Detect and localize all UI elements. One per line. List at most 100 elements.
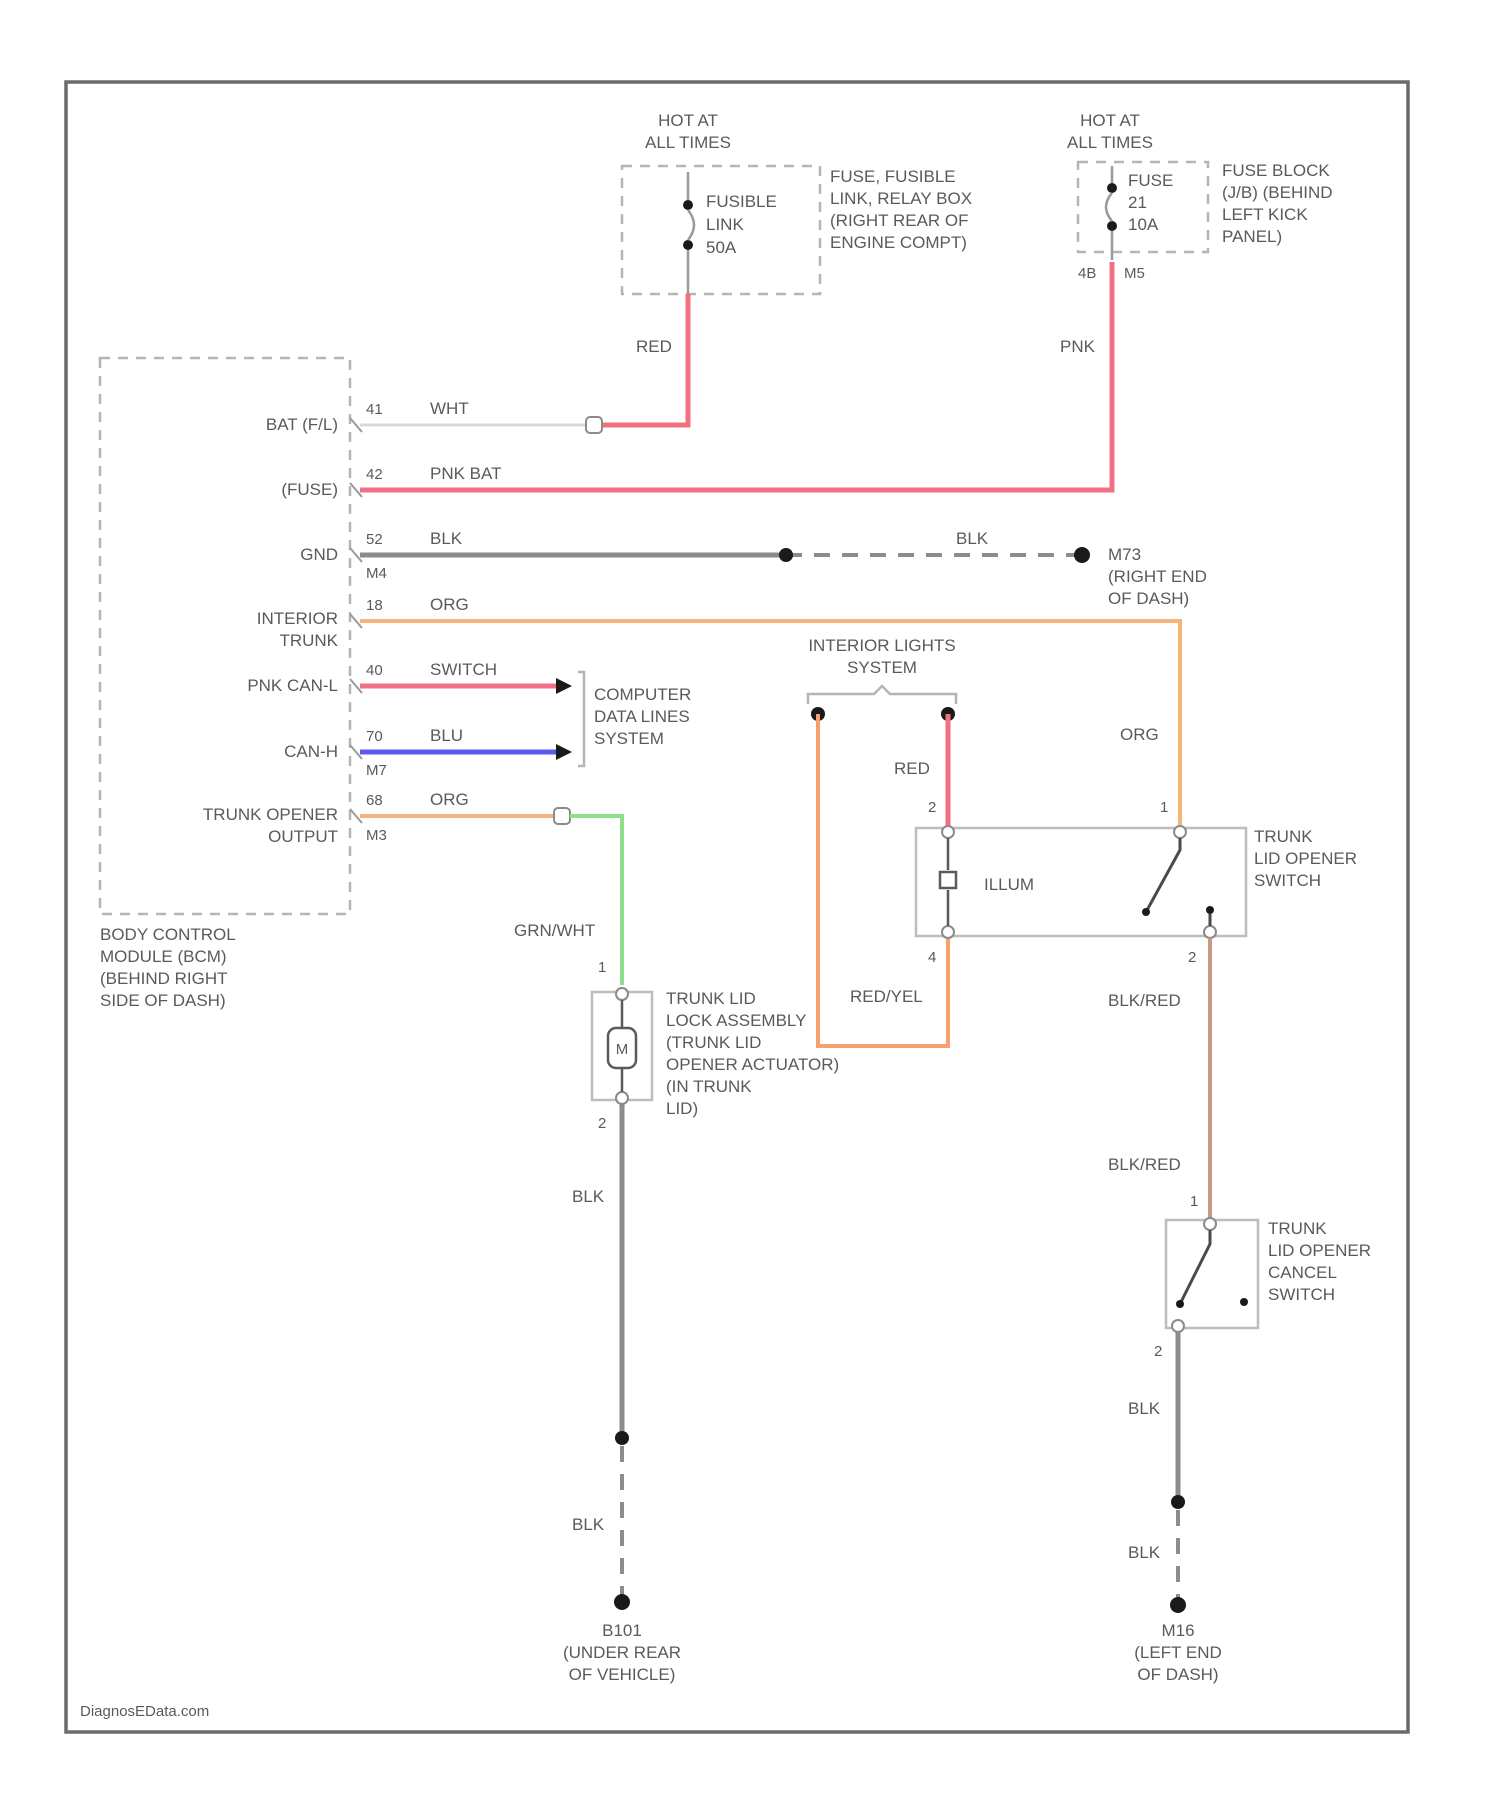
left-splice-dot — [615, 1431, 629, 1445]
diagram-frame — [66, 82, 1408, 1732]
actuator-desc-1: TRUNK LID — [666, 989, 756, 1008]
ground-b101-desc-1: (UNDER REAR — [563, 1643, 681, 1662]
bcm-pin-number: 18 — [366, 597, 383, 614]
inline-connector-opener — [554, 808, 570, 824]
fusible-link-symbol — [688, 172, 694, 294]
actuator-pin-1-terminal — [616, 988, 628, 1000]
bcm-desc-2: MODULE (BCM) — [100, 947, 227, 966]
fuse-left-desc-2: LINK, RELAY BOX — [830, 189, 972, 208]
actuator-pin-2: 2 — [598, 1115, 606, 1132]
wire-red-label: RED — [636, 337, 672, 356]
fuse-right-inner-3: 10A — [1128, 215, 1159, 234]
interior-lights-1: INTERIOR LIGHTS — [808, 636, 955, 655]
computer-data-1: COMPUTER — [594, 685, 691, 704]
fuse-right-hot-line1: HOT AT — [1080, 111, 1140, 130]
bcm-desc-4: SIDE OF DASH) — [100, 991, 226, 1010]
wire-blk-left-label-1: BLK — [572, 1187, 605, 1206]
wire-blk-red-label-2: BLK/RED — [1108, 1155, 1181, 1174]
trunk-switch-desc-2: LID OPENER — [1254, 849, 1357, 868]
gnd-splice-dot — [779, 548, 793, 562]
bcm-pin-name: BAT (F/L) — [266, 415, 338, 434]
bcm-pin-number: 42 — [366, 466, 383, 483]
cancel-desc-2: LID OPENER — [1268, 1241, 1371, 1260]
wire-pnk — [360, 262, 1112, 490]
actuator-desc-4: OPENER ACTUATOR) — [666, 1055, 839, 1074]
actuator-desc-2: LOCK ASSEMBLY — [666, 1011, 806, 1030]
bcm-pin-name: INTERIOR — [257, 609, 338, 628]
trunk-switch-pin-1: 1 — [1160, 799, 1168, 816]
bcm-pin-number: 52 — [366, 531, 383, 548]
interior-lights-bracket — [808, 686, 956, 704]
fuse-right-hot-line2: ALL TIMES — [1067, 133, 1153, 152]
fuse-left-terminal-bottom — [683, 240, 693, 250]
ground-m16-dot — [1170, 1597, 1186, 1613]
fuse-symbol — [1106, 166, 1112, 260]
bcm-connector-id: M3 — [366, 827, 387, 844]
cancel-switch-pivot — [1176, 1300, 1184, 1308]
ground-m16-desc-1: (LEFT END — [1134, 1643, 1222, 1662]
cancel-desc-1: TRUNK — [1268, 1219, 1327, 1238]
fuse-left-inner-2: LINK — [706, 215, 744, 234]
cancel-switch-contact-icon — [1180, 1230, 1210, 1304]
trunk-switch-contact-pivot — [1142, 908, 1150, 916]
right-splice-dot — [1171, 1495, 1185, 1509]
bcm-pin-name: TRUNK OPENER — [203, 805, 338, 824]
bcm-pin-wire: ORG — [430, 790, 469, 809]
wire-blk-red-label-1: BLK/RED — [1108, 991, 1181, 1010]
can-h-arrow — [556, 744, 572, 760]
fuse-left-desc-4: ENGINE COMPT) — [830, 233, 967, 252]
ground-m16-id: M16 — [1161, 1621, 1194, 1640]
fuse-left-inner-1: FUSIBLE — [706, 192, 777, 211]
actuator-pin-2-terminal — [616, 1092, 628, 1104]
actuator-desc-6: LID) — [666, 1099, 698, 1118]
computer-data-3: SYSTEM — [594, 729, 664, 748]
can-l-arrow — [556, 678, 572, 694]
ground-b101-id: B101 — [602, 1621, 642, 1640]
bcm-pin-wire: ORG — [430, 595, 469, 614]
cancel-pin-1: 1 — [1190, 1193, 1198, 1210]
actuator-desc-5: (IN TRUNK — [666, 1077, 752, 1096]
actuator-desc-3: (TRUNK LID — [666, 1033, 761, 1052]
bcm-connector-id: M4 — [366, 565, 387, 582]
trunk-switch-pin-4: 4 — [928, 949, 936, 966]
trunk-switch-contact-fixed — [1206, 906, 1214, 914]
fuse-left-desc-3: (RIGHT REAR OF — [830, 211, 969, 230]
cancel-desc-3: CANCEL — [1268, 1263, 1337, 1282]
fuse-right-pin-a: 4B — [1078, 265, 1096, 282]
interior-lights-2: SYSTEM — [847, 658, 917, 677]
ground-m73-id: M73 — [1108, 545, 1141, 564]
bcm-pin-row-bat: BAT (F/L) 41 WHT — [266, 399, 469, 434]
trunk-switch-contact-icon — [1146, 838, 1180, 912]
bcm-pin-row-fuse: (FUSE) 42 PNK BAT — [281, 464, 501, 499]
fuse-right-desc-2: (J/B) (BEHIND — [1222, 183, 1333, 202]
bcm-pin-wire: BLU — [430, 726, 463, 745]
fuse-right-desc-1: FUSE BLOCK — [1222, 161, 1330, 180]
trunk-switch-desc-1: TRUNK — [1254, 827, 1313, 846]
switch-pin-2-terminal — [942, 826, 954, 838]
cancel-pin-2-terminal — [1172, 1320, 1184, 1332]
trunk-switch-pin-2b: 2 — [1188, 949, 1196, 966]
trunk-switch-box — [916, 828, 1246, 936]
switch-pin-2b-terminal — [1204, 926, 1216, 938]
wire-blk-right-label-1: BLK — [1128, 1399, 1161, 1418]
wire-gnd-label: BLK — [956, 529, 989, 548]
bcm-pin-subname: OUTPUT — [268, 827, 338, 846]
ground-b101-dot — [614, 1594, 630, 1610]
wire-red-illum-label: RED — [894, 759, 930, 778]
wire-grn-wht-label: GRN/WHT — [514, 921, 595, 940]
illum-bulb-icon — [940, 838, 956, 926]
cancel-switch-fixed — [1240, 1298, 1248, 1306]
fuse-left-terminal-top — [683, 200, 693, 210]
bcm-pin-subname: TRUNK — [279, 631, 338, 650]
wire-blk-right-label-2: BLK — [1128, 1543, 1161, 1562]
bcm-pin-wire: BLK — [430, 529, 463, 548]
wire-red — [598, 294, 688, 425]
bcm-pin-number: 41 — [366, 401, 383, 418]
gnd-m73-dot — [1074, 547, 1090, 563]
inline-connector-wht — [586, 417, 602, 433]
bcm-connector-id: M7 — [366, 762, 387, 779]
bcm-pin-number: 68 — [366, 792, 383, 809]
bcm-pin-row-can-l: PNK CAN-L 40 SWITCH — [247, 660, 497, 695]
ground-m73-desc-2: OF DASH) — [1108, 589, 1189, 608]
fuse-right-terminal-bottom — [1107, 221, 1117, 231]
